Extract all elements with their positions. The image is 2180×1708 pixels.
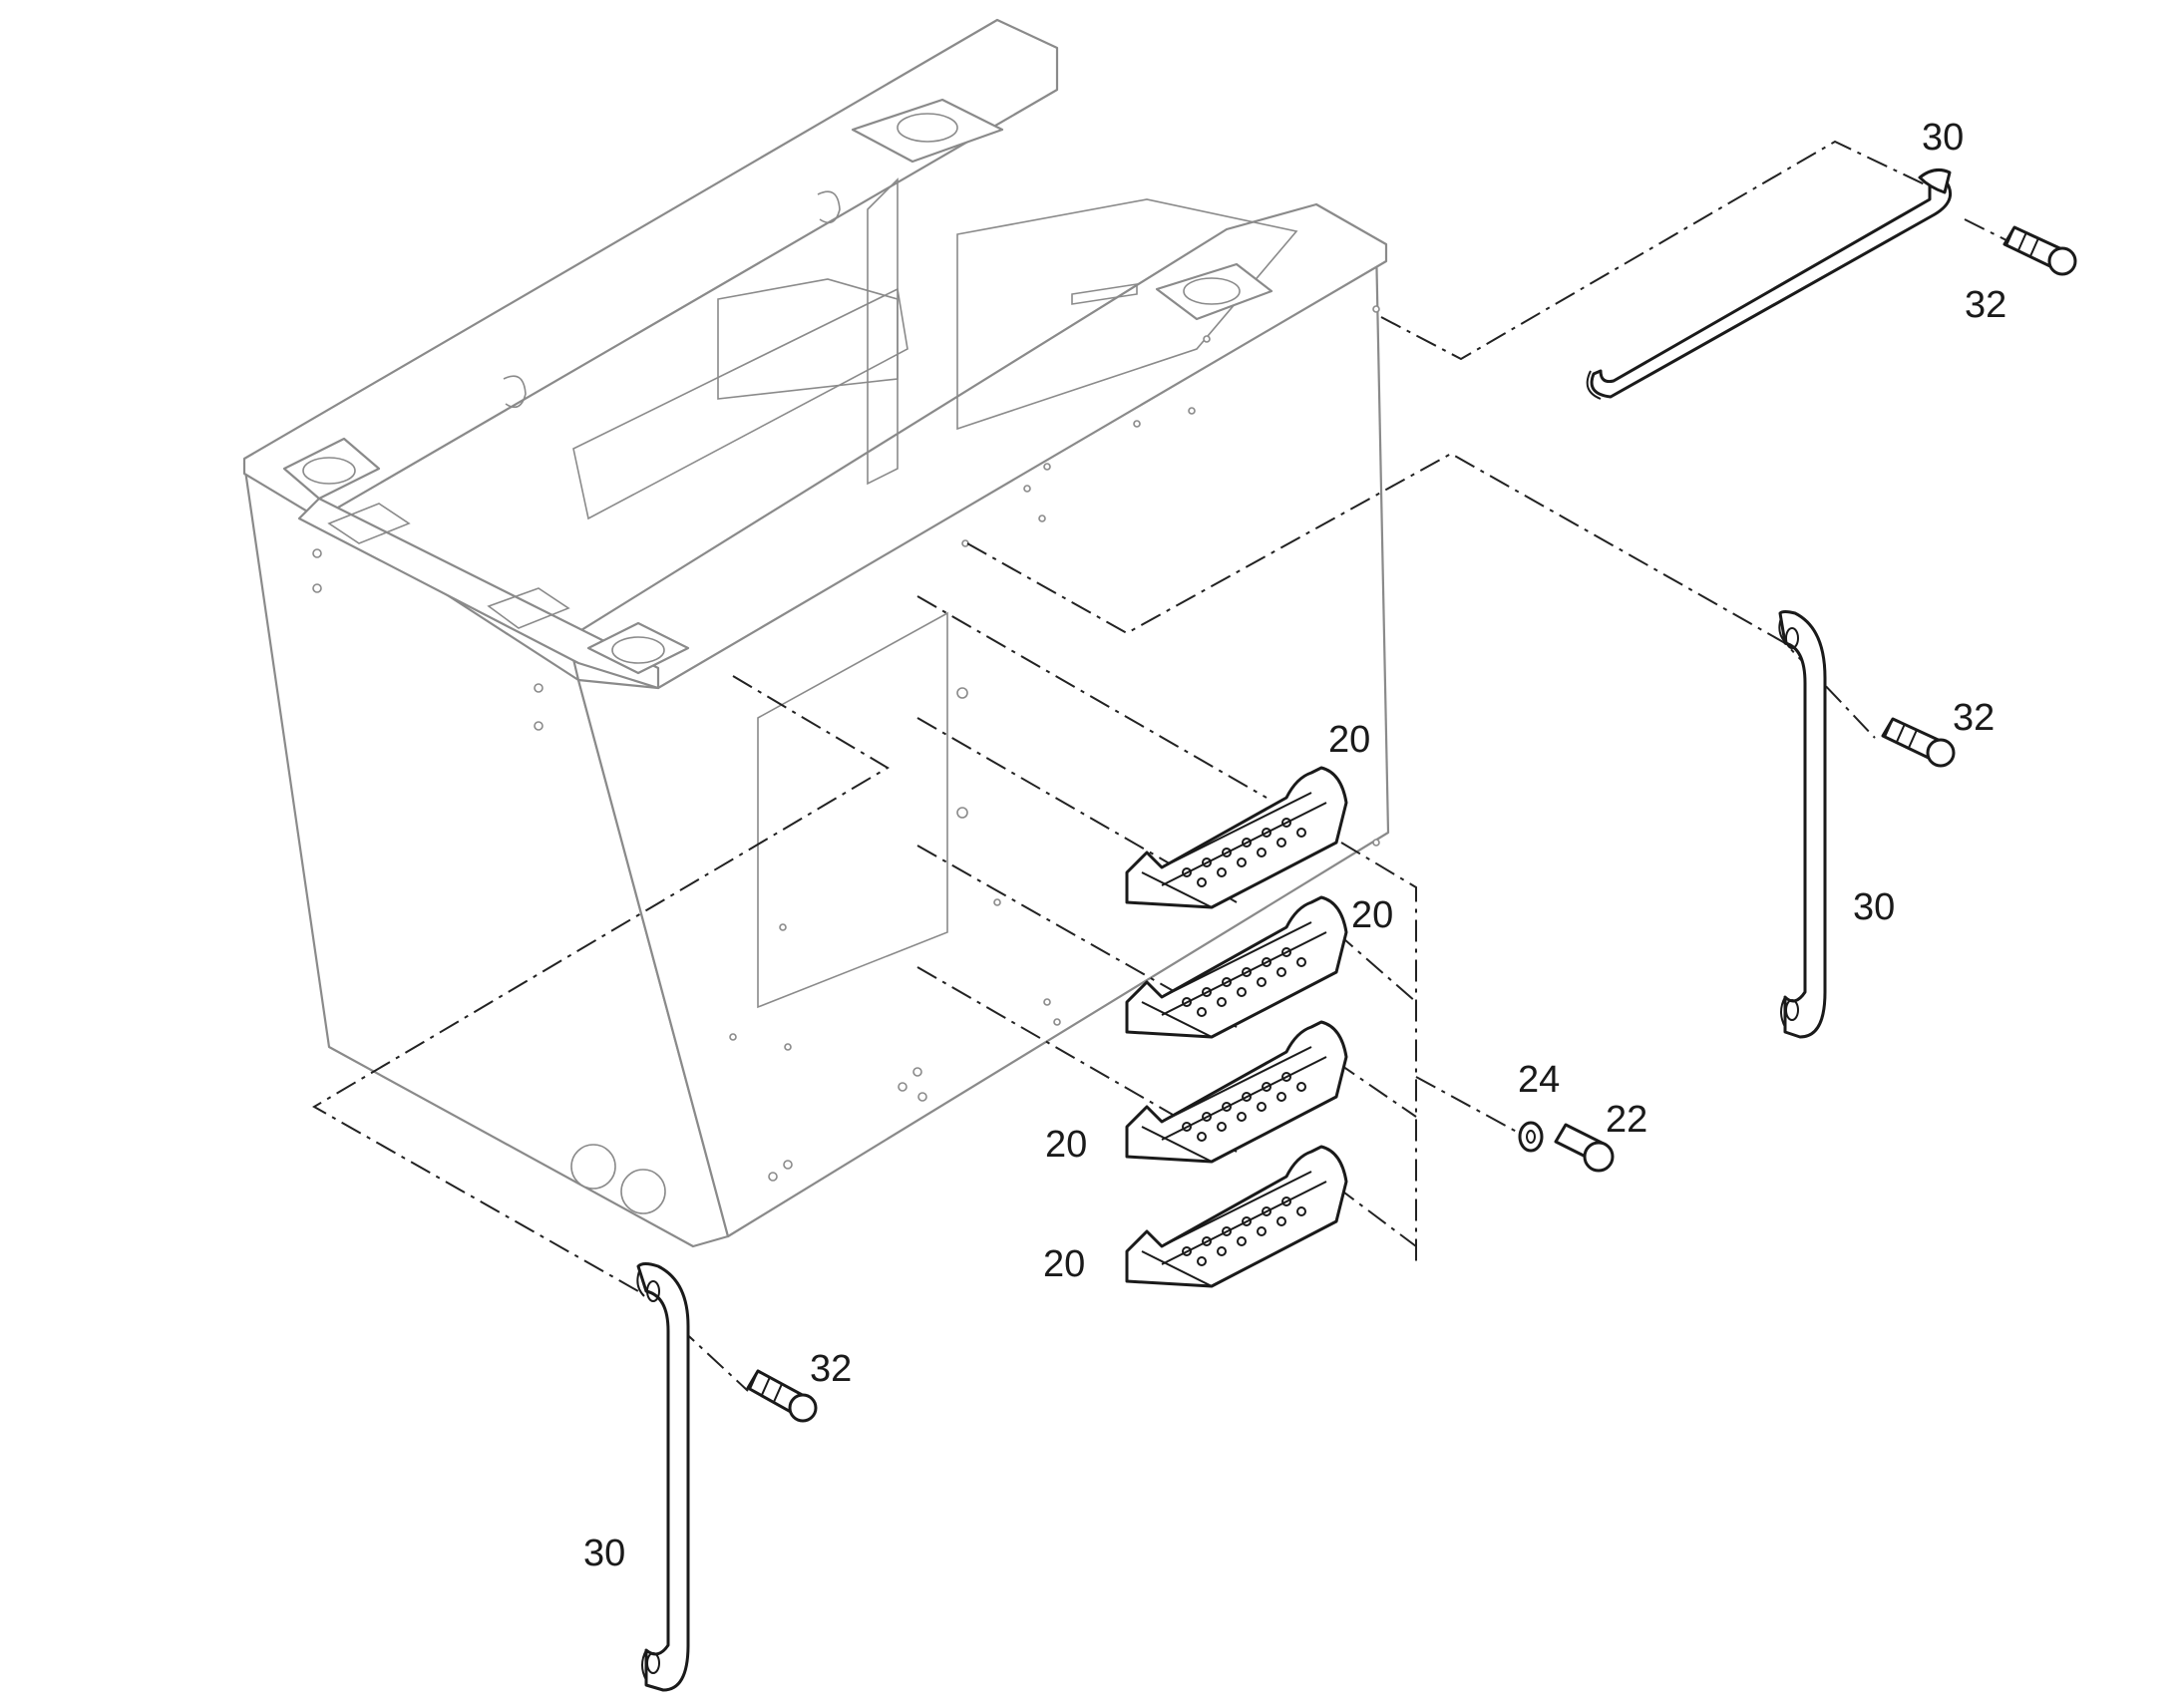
callout-step-bolt: 22 xyxy=(1606,1099,1647,1141)
callout-step-4: 20 xyxy=(1043,1243,1085,1285)
top-grab-handle xyxy=(1586,168,1953,400)
right-handle-bolt xyxy=(1881,717,1956,768)
washer xyxy=(1518,1121,1544,1153)
step-2 xyxy=(1125,895,1348,1039)
callout-step-3: 20 xyxy=(1045,1124,1087,1166)
base-frame xyxy=(242,18,1390,1248)
callout-step-2: 20 xyxy=(1351,894,1393,936)
step-4 xyxy=(1125,1145,1348,1288)
callout-washer: 24 xyxy=(1518,1059,1560,1101)
callout-labels: 30 32 32 30 20 20 20 20 24 22 32 30 xyxy=(583,117,2006,1574)
step-1 xyxy=(1125,766,1348,909)
callout-right-handle: 30 xyxy=(1853,886,1895,928)
callout-right-handle-bolt: 32 xyxy=(1953,697,1995,739)
left-grab-handle xyxy=(636,1262,690,1692)
leader-lines xyxy=(312,140,2025,1392)
step-bolt xyxy=(1554,1123,1615,1173)
left-handle-bolt xyxy=(746,1369,818,1423)
right-grab-handle xyxy=(1778,610,1827,1039)
callout-left-handle: 30 xyxy=(583,1533,625,1574)
callout-top-handle: 30 xyxy=(1922,117,1964,159)
top-handle-bolt xyxy=(2002,225,2077,276)
callout-step-1: 20 xyxy=(1328,719,1370,761)
callout-top-handle-bolt: 32 xyxy=(1965,284,2006,326)
step-3 xyxy=(1125,1020,1348,1164)
callout-left-handle-bolt: 32 xyxy=(810,1348,852,1390)
